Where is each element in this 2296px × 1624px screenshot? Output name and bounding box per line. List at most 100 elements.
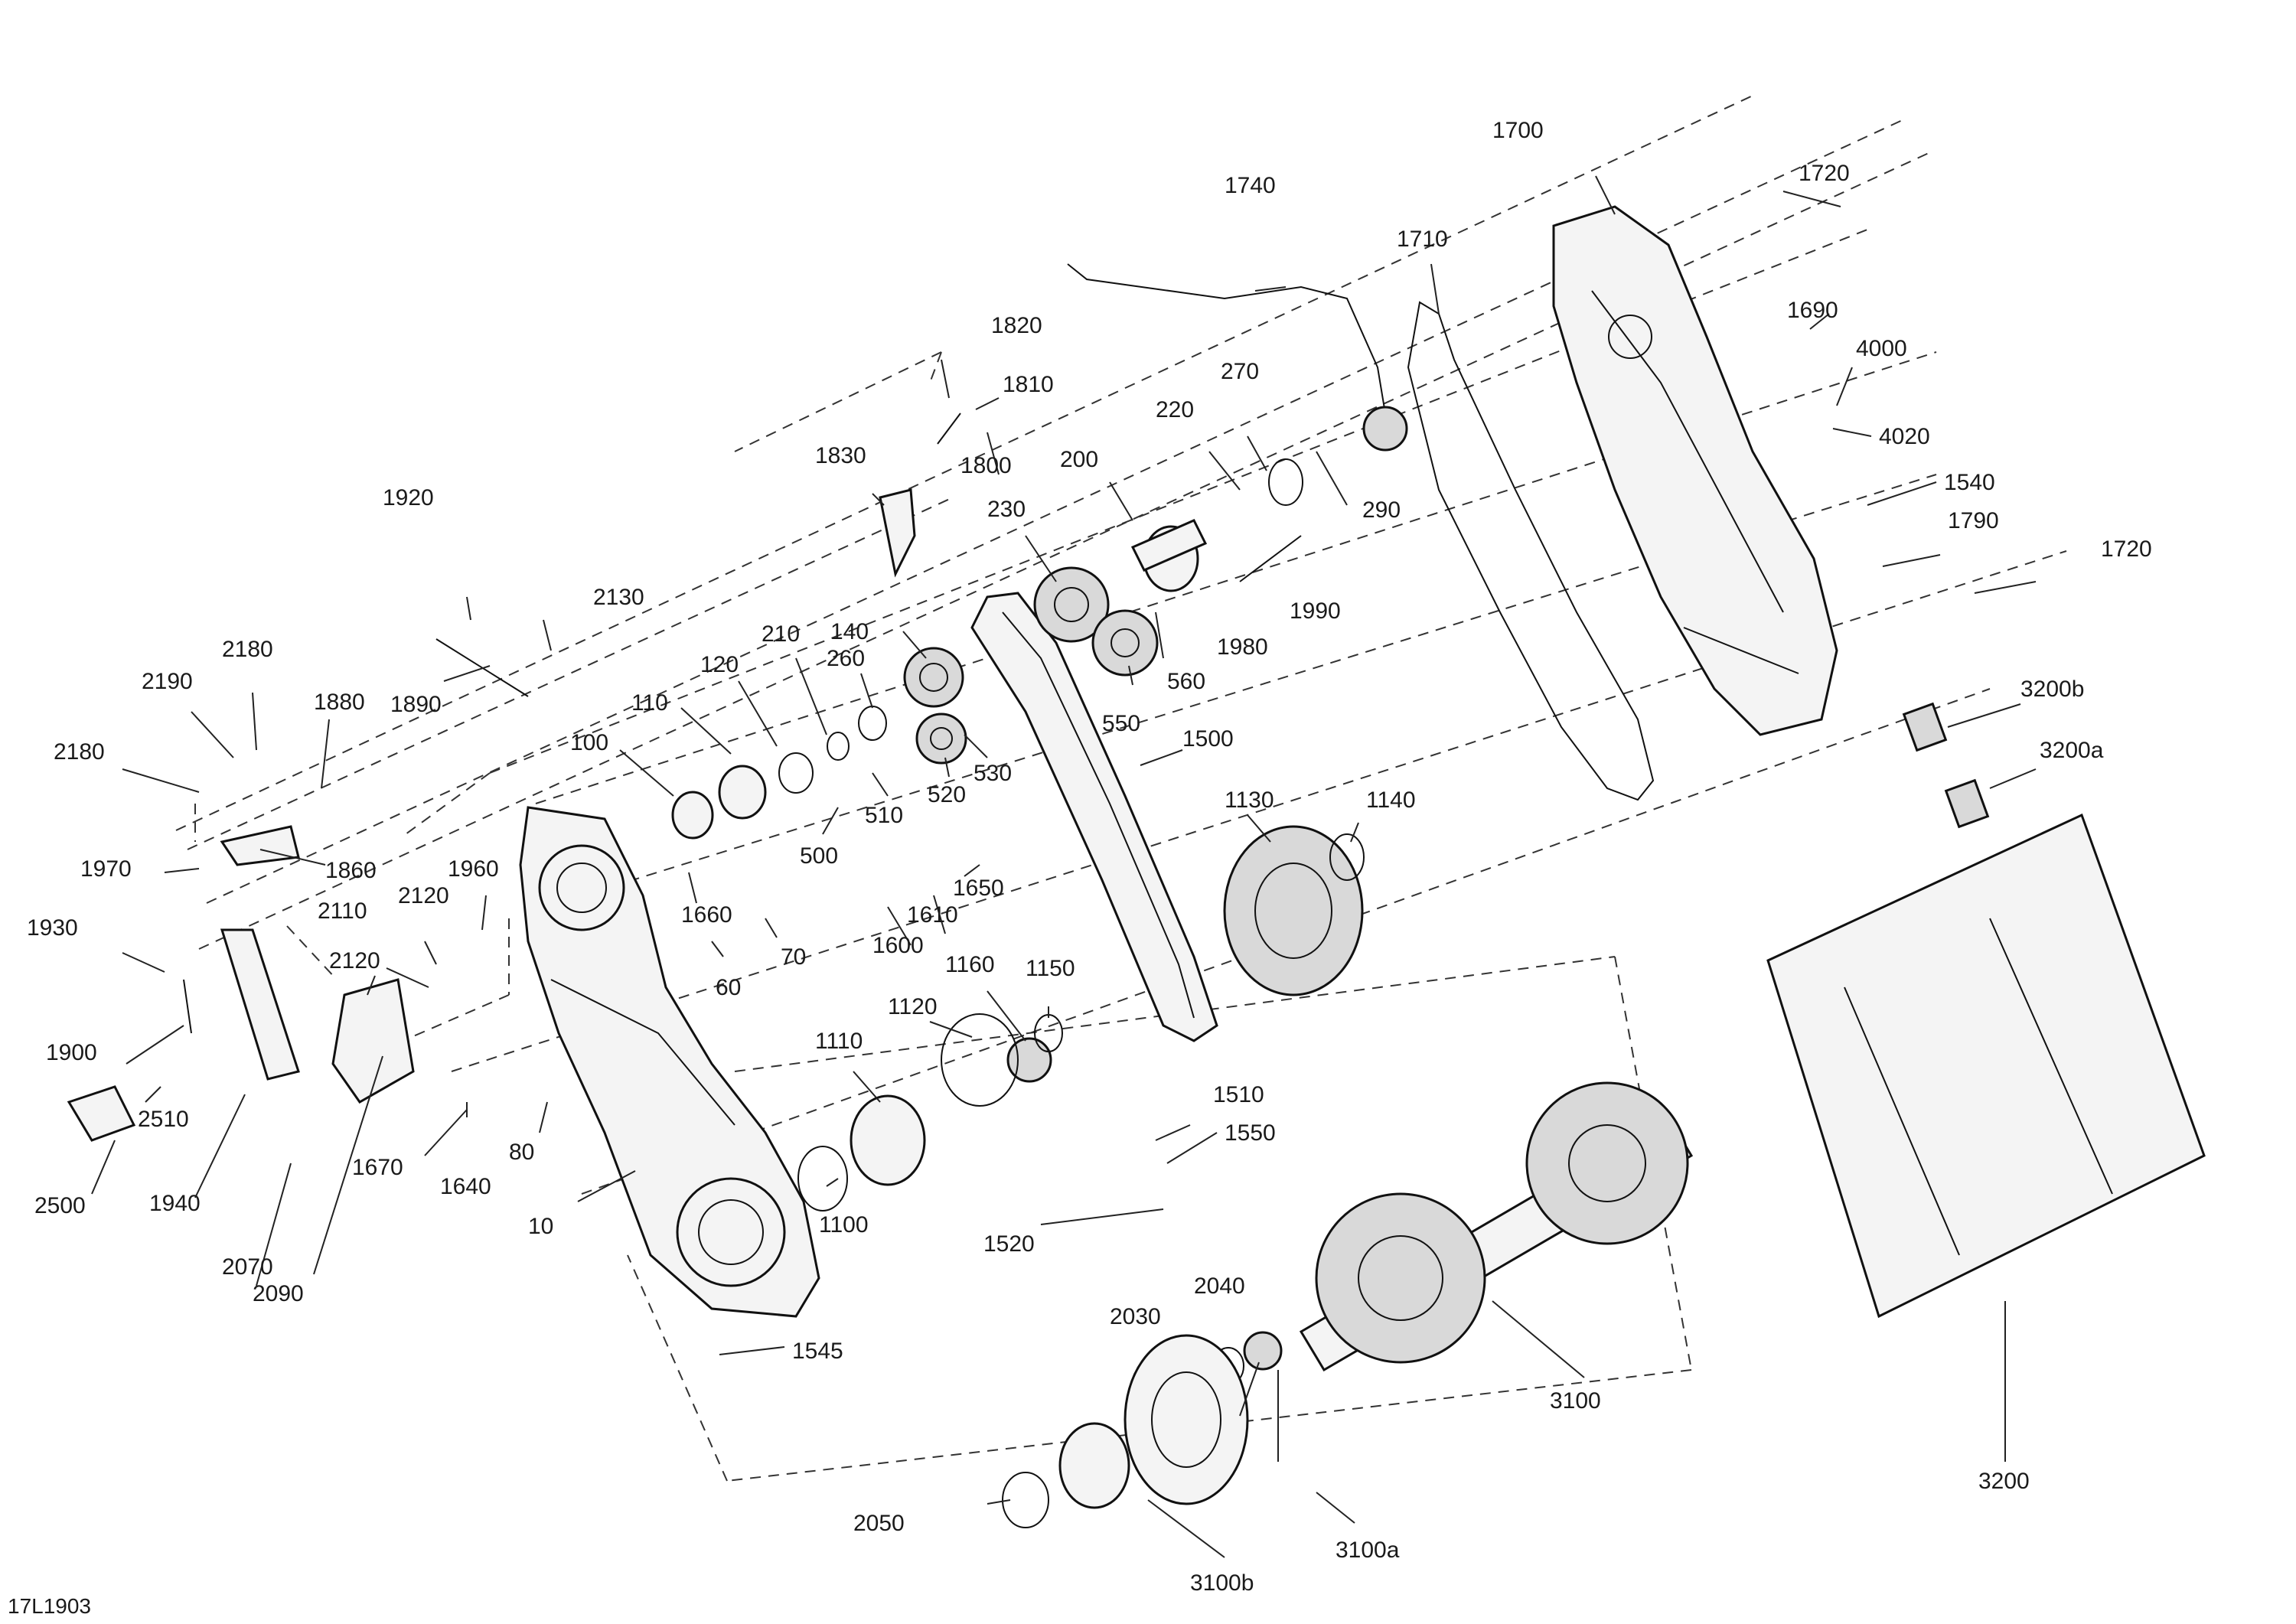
callout-2110: 2110: [318, 898, 367, 924]
callout-1860: 1860: [325, 858, 377, 883]
callout-2120-upper: 2120: [398, 883, 449, 908]
callout-1980: 1980: [1217, 634, 1268, 660]
callout-1510: 1510: [1213, 1082, 1264, 1107]
callout-230: 230: [987, 497, 1026, 522]
callout-2040: 2040: [1194, 1273, 1245, 1299]
callout-110: 110: [631, 690, 668, 716]
callout-1720-top: 1720: [1799, 161, 1850, 186]
callout-1700: 1700: [1492, 118, 1544, 143]
bearing-housing-3100a: [1124, 1334, 1249, 1505]
callout-1990: 1990: [1290, 598, 1341, 624]
callout-1820: 1820: [991, 313, 1042, 338]
callout-80: 80: [509, 1140, 534, 1165]
callout-210: 210: [762, 621, 800, 647]
callout-1545: 1545: [792, 1339, 843, 1364]
callout-1550: 1550: [1225, 1120, 1276, 1146]
callout-1500: 1500: [1182, 726, 1234, 752]
callout-510: 510: [865, 803, 903, 828]
callout-2130: 2130: [593, 585, 644, 610]
callout-3200b: 3200b: [2020, 677, 2084, 702]
callout-1540: 1540: [1944, 470, 1995, 495]
callout-550: 550: [1102, 711, 1140, 736]
callout-1880: 1880: [314, 690, 365, 715]
callout-10: 10: [528, 1214, 553, 1239]
callout-120: 120: [700, 652, 739, 677]
cover-gasket: [1407, 301, 1655, 801]
callout-1900: 1900: [46, 1040, 97, 1065]
callout-1120: 1120: [888, 994, 938, 1019]
gear-140: [903, 647, 964, 708]
callout-labels: 10 60 70 80 100 110 120 140 200 210 220 …: [27, 118, 2152, 1596]
drive-chain: [970, 592, 1218, 1042]
callout-1160: 1160: [945, 952, 995, 977]
callout-60: 60: [716, 975, 741, 1000]
callout-1610: 1610: [907, 902, 958, 928]
callout-100: 100: [570, 730, 608, 755]
drive-axle: [1299, 1081, 1694, 1372]
leader-lines: [91, 175, 2037, 1558]
callout-290: 290: [1362, 497, 1401, 523]
gear-520: [915, 713, 967, 765]
callout-1960: 1960: [448, 856, 499, 882]
callout-1920: 1920: [383, 485, 434, 510]
callout-1520: 1520: [983, 1231, 1035, 1257]
callout-1140: 1140: [1366, 788, 1416, 813]
callout-1690: 1690: [1787, 298, 1838, 323]
chaincase-housing: [519, 806, 820, 1318]
callout-1810: 1810: [1003, 372, 1054, 397]
callout-1710: 1710: [1397, 227, 1448, 252]
gear-230: [1033, 566, 1110, 643]
callout-2500: 2500: [34, 1193, 86, 1218]
parts: [67, 205, 2206, 1528]
callout-1110: 1110: [815, 1029, 863, 1054]
callout-4020: 4020: [1879, 424, 1930, 449]
callout-2030: 2030: [1110, 1304, 1161, 1329]
callout-220: 220: [1156, 397, 1194, 422]
callout-260: 260: [827, 646, 865, 671]
callout-3100a: 3100a: [1336, 1538, 1400, 1563]
callout-1600: 1600: [872, 933, 924, 958]
callout-1890: 1890: [390, 692, 442, 717]
callout-200: 200: [1060, 447, 1098, 472]
callout-1940: 1940: [149, 1191, 201, 1216]
callout-2090: 2090: [253, 1281, 304, 1306]
callout-1720-right: 1720: [2101, 536, 2152, 562]
callout-1670: 1670: [352, 1155, 403, 1180]
callout-1660: 1660: [681, 902, 732, 928]
callout-270: 270: [1221, 359, 1259, 384]
callout-500: 500: [800, 843, 838, 869]
callout-1800: 1800: [960, 453, 1012, 478]
gear-550: [1091, 609, 1159, 677]
chaincase-cover: [1552, 205, 1838, 736]
callout-2190: 2190: [142, 669, 193, 694]
callout-1150: 1150: [1026, 956, 1075, 981]
callout-2180-left: 2180: [54, 739, 105, 765]
callout-2050: 2050: [853, 1511, 905, 1536]
callout-1970: 1970: [80, 856, 132, 882]
callout-2070: 2070: [222, 1254, 273, 1280]
sprocket-1130: [1223, 825, 1364, 996]
callout-1930: 1930: [27, 915, 78, 941]
callout-1740: 1740: [1225, 173, 1276, 198]
callout-2180-top: 2180: [222, 637, 273, 662]
callout-520: 520: [928, 782, 966, 807]
callout-1130: 1130: [1225, 788, 1274, 813]
callout-3100: 3100: [1550, 1388, 1601, 1414]
callout-1100: 1100: [819, 1212, 869, 1238]
callout-3200a: 3200a: [2040, 738, 2104, 763]
callout-530: 530: [974, 761, 1012, 786]
gear-1160: [1006, 1037, 1052, 1083]
callout-1790: 1790: [1948, 508, 1999, 533]
callout-2510: 2510: [138, 1107, 189, 1132]
callout-4000: 4000: [1856, 336, 1907, 361]
reference-code: 17L1903: [8, 1594, 91, 1618]
callout-2120-lower: 2120: [329, 948, 380, 973]
callout-1640: 1640: [440, 1174, 491, 1199]
callout-560: 560: [1167, 669, 1205, 694]
callout-140: 140: [830, 619, 869, 644]
track-section: [1766, 813, 2206, 1319]
callout-70: 70: [781, 944, 806, 970]
callout-3200: 3200: [1978, 1469, 2030, 1494]
callout-3100b: 3100b: [1190, 1570, 1254, 1596]
